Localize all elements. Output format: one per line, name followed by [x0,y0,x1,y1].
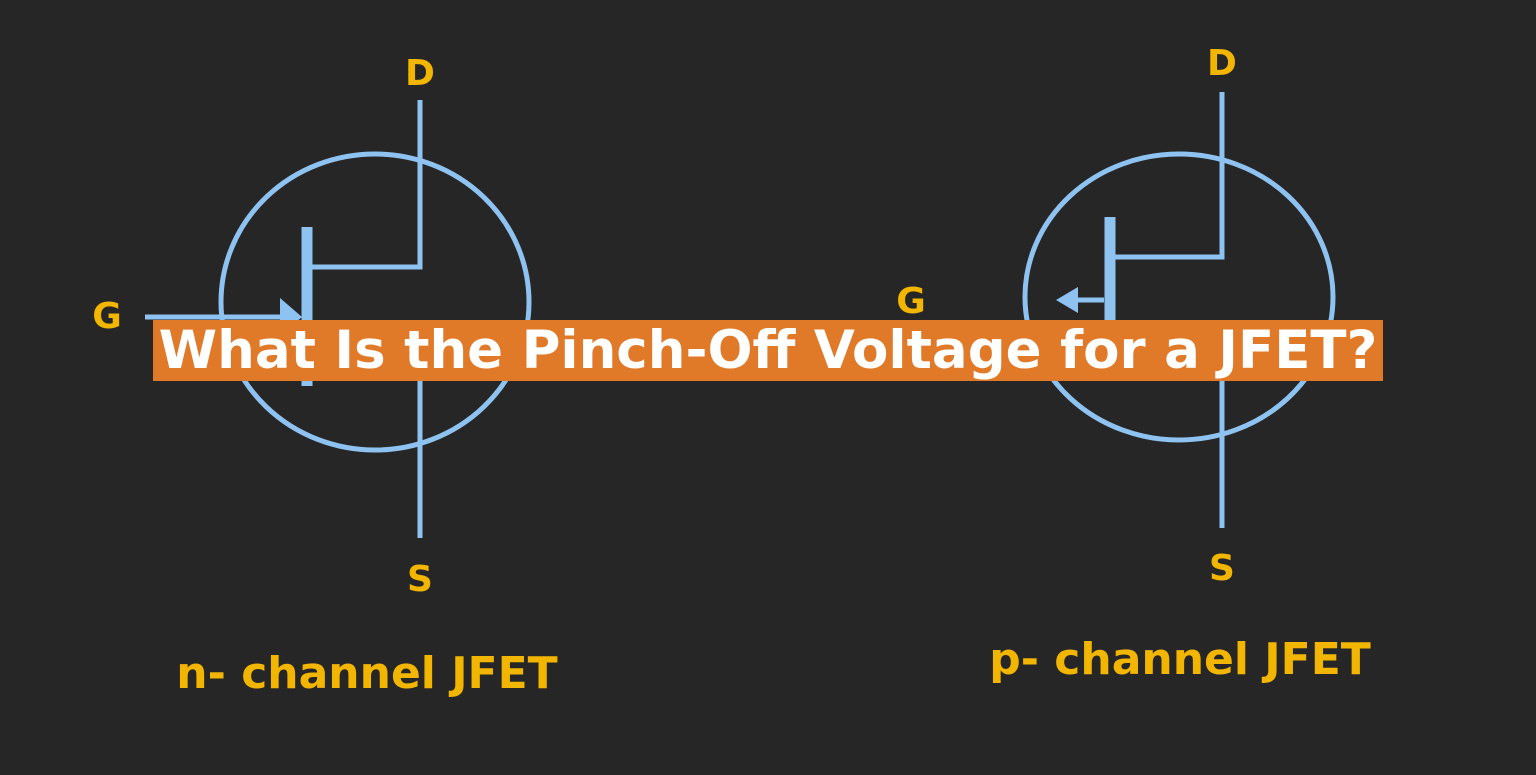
title-banner: What Is the Pinch-Off Voltage for a JFET… [0,300,1536,401]
n-channel-source-label: S [407,559,433,600]
n-channel-drain-label: D [405,53,435,94]
p-channel-drain-lead [1113,92,1225,260]
p-channel-gate-label: G [896,281,926,322]
n-channel-jfet-symbol: D G S n- channel JFET [92,53,557,699]
p-channel-body-circle [1022,151,1336,443]
n-channel-drain-lead [310,100,423,270]
p-channel-gate-arrow-icon [1056,287,1078,313]
n-channel-body-circle [218,151,532,453]
n-channel-gate-label: G [92,296,122,337]
p-channel-source-label: S [1209,548,1235,589]
n-channel-caption: n- channel JFET [176,648,557,699]
p-channel-caption: p- channel JFET [989,634,1371,685]
page-title: What Is the Pinch-Off Voltage for a JFET… [152,320,1384,381]
p-channel-drain-label: D [1207,43,1237,84]
